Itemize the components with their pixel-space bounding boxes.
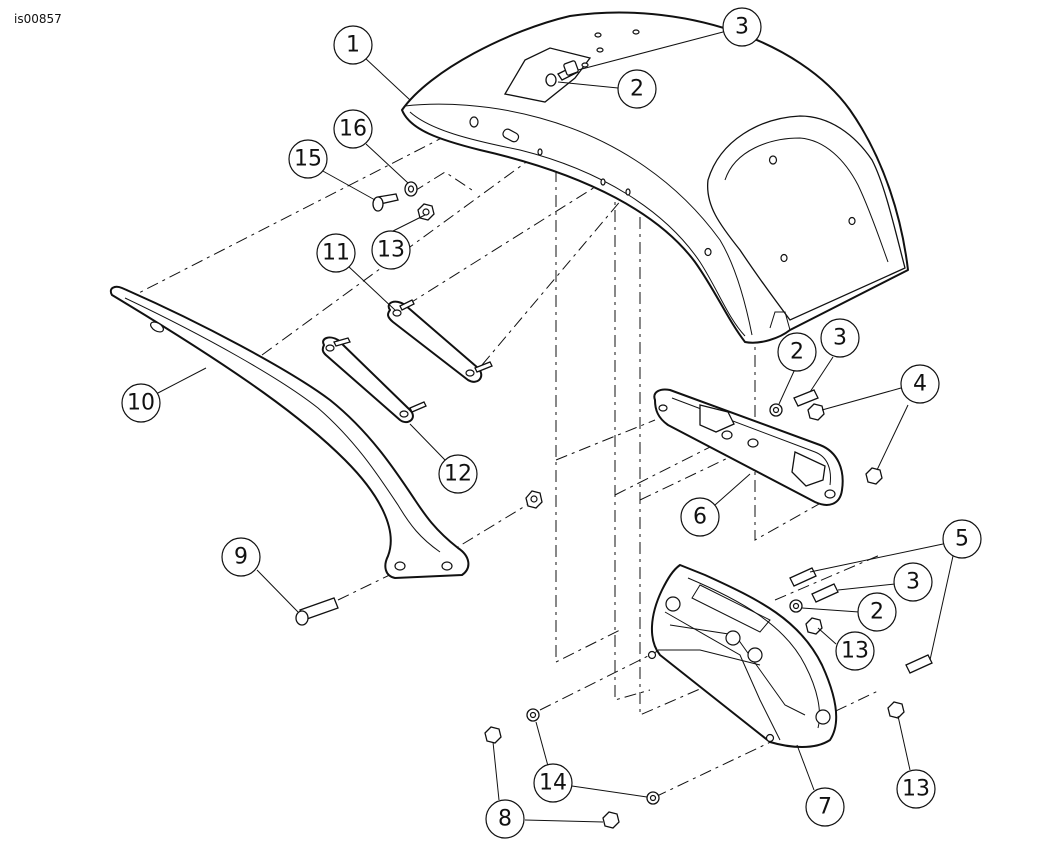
- callout: 12: [438, 454, 478, 494]
- callout: 2: [857, 592, 897, 632]
- callout-label: 13: [902, 777, 930, 802]
- callout-label: 15: [294, 147, 322, 172]
- callout: 5: [942, 519, 982, 559]
- callout-label: 7: [818, 795, 832, 820]
- callout: 6: [680, 497, 720, 537]
- callout-label: 5: [955, 527, 969, 552]
- callout: 15: [288, 139, 328, 179]
- callout-label: 16: [339, 117, 367, 142]
- callout: 14: [533, 763, 573, 803]
- callout: 7: [805, 787, 845, 827]
- callout-label: 4: [913, 372, 927, 397]
- callout: 13: [896, 769, 936, 809]
- callout-label: 9: [234, 545, 248, 570]
- callout-label: 2: [630, 77, 644, 102]
- callout-label: 13: [377, 238, 405, 263]
- rear-fender: [401, 11, 909, 344]
- callout: 13: [835, 631, 875, 671]
- fender-hardware: [545, 60, 579, 87]
- support-bracket: [109, 285, 470, 579]
- callout-label: 3: [833, 326, 847, 351]
- lower-bracket: [647, 564, 838, 748]
- callout-label: 1: [346, 33, 360, 58]
- callout: 2: [617, 69, 657, 109]
- hardware: [295, 181, 933, 829]
- callout: 3: [820, 318, 860, 358]
- callout: 8: [485, 799, 525, 839]
- callout: 4: [900, 364, 940, 404]
- callout: 3: [722, 7, 762, 47]
- callout-label: 11: [322, 241, 350, 266]
- callout: 10: [121, 383, 161, 423]
- callout-label: 2: [790, 340, 804, 365]
- link-11: [387, 299, 493, 383]
- callout: 11: [316, 233, 356, 273]
- callout-label: 3: [906, 570, 920, 595]
- callout-label: 6: [693, 505, 707, 530]
- callout: 9: [221, 537, 261, 577]
- callout-label: 14: [539, 771, 567, 796]
- callout: 3: [893, 562, 933, 602]
- callout-label: 8: [498, 807, 512, 832]
- link-12: [321, 336, 427, 424]
- callout-label: 12: [444, 462, 472, 487]
- leader-lines: [155, 31, 954, 823]
- callout: 13: [371, 230, 411, 270]
- mounting-plate: [653, 388, 844, 506]
- callout-label: 10: [127, 391, 155, 416]
- callout: 16: [333, 109, 373, 149]
- figure-id: is00857: [14, 12, 62, 26]
- callout: 2: [777, 332, 817, 372]
- callout: 1: [333, 25, 373, 65]
- callout-label: 3: [735, 15, 749, 40]
- callout-label: 2: [870, 600, 884, 625]
- callout-label: 13: [841, 639, 869, 664]
